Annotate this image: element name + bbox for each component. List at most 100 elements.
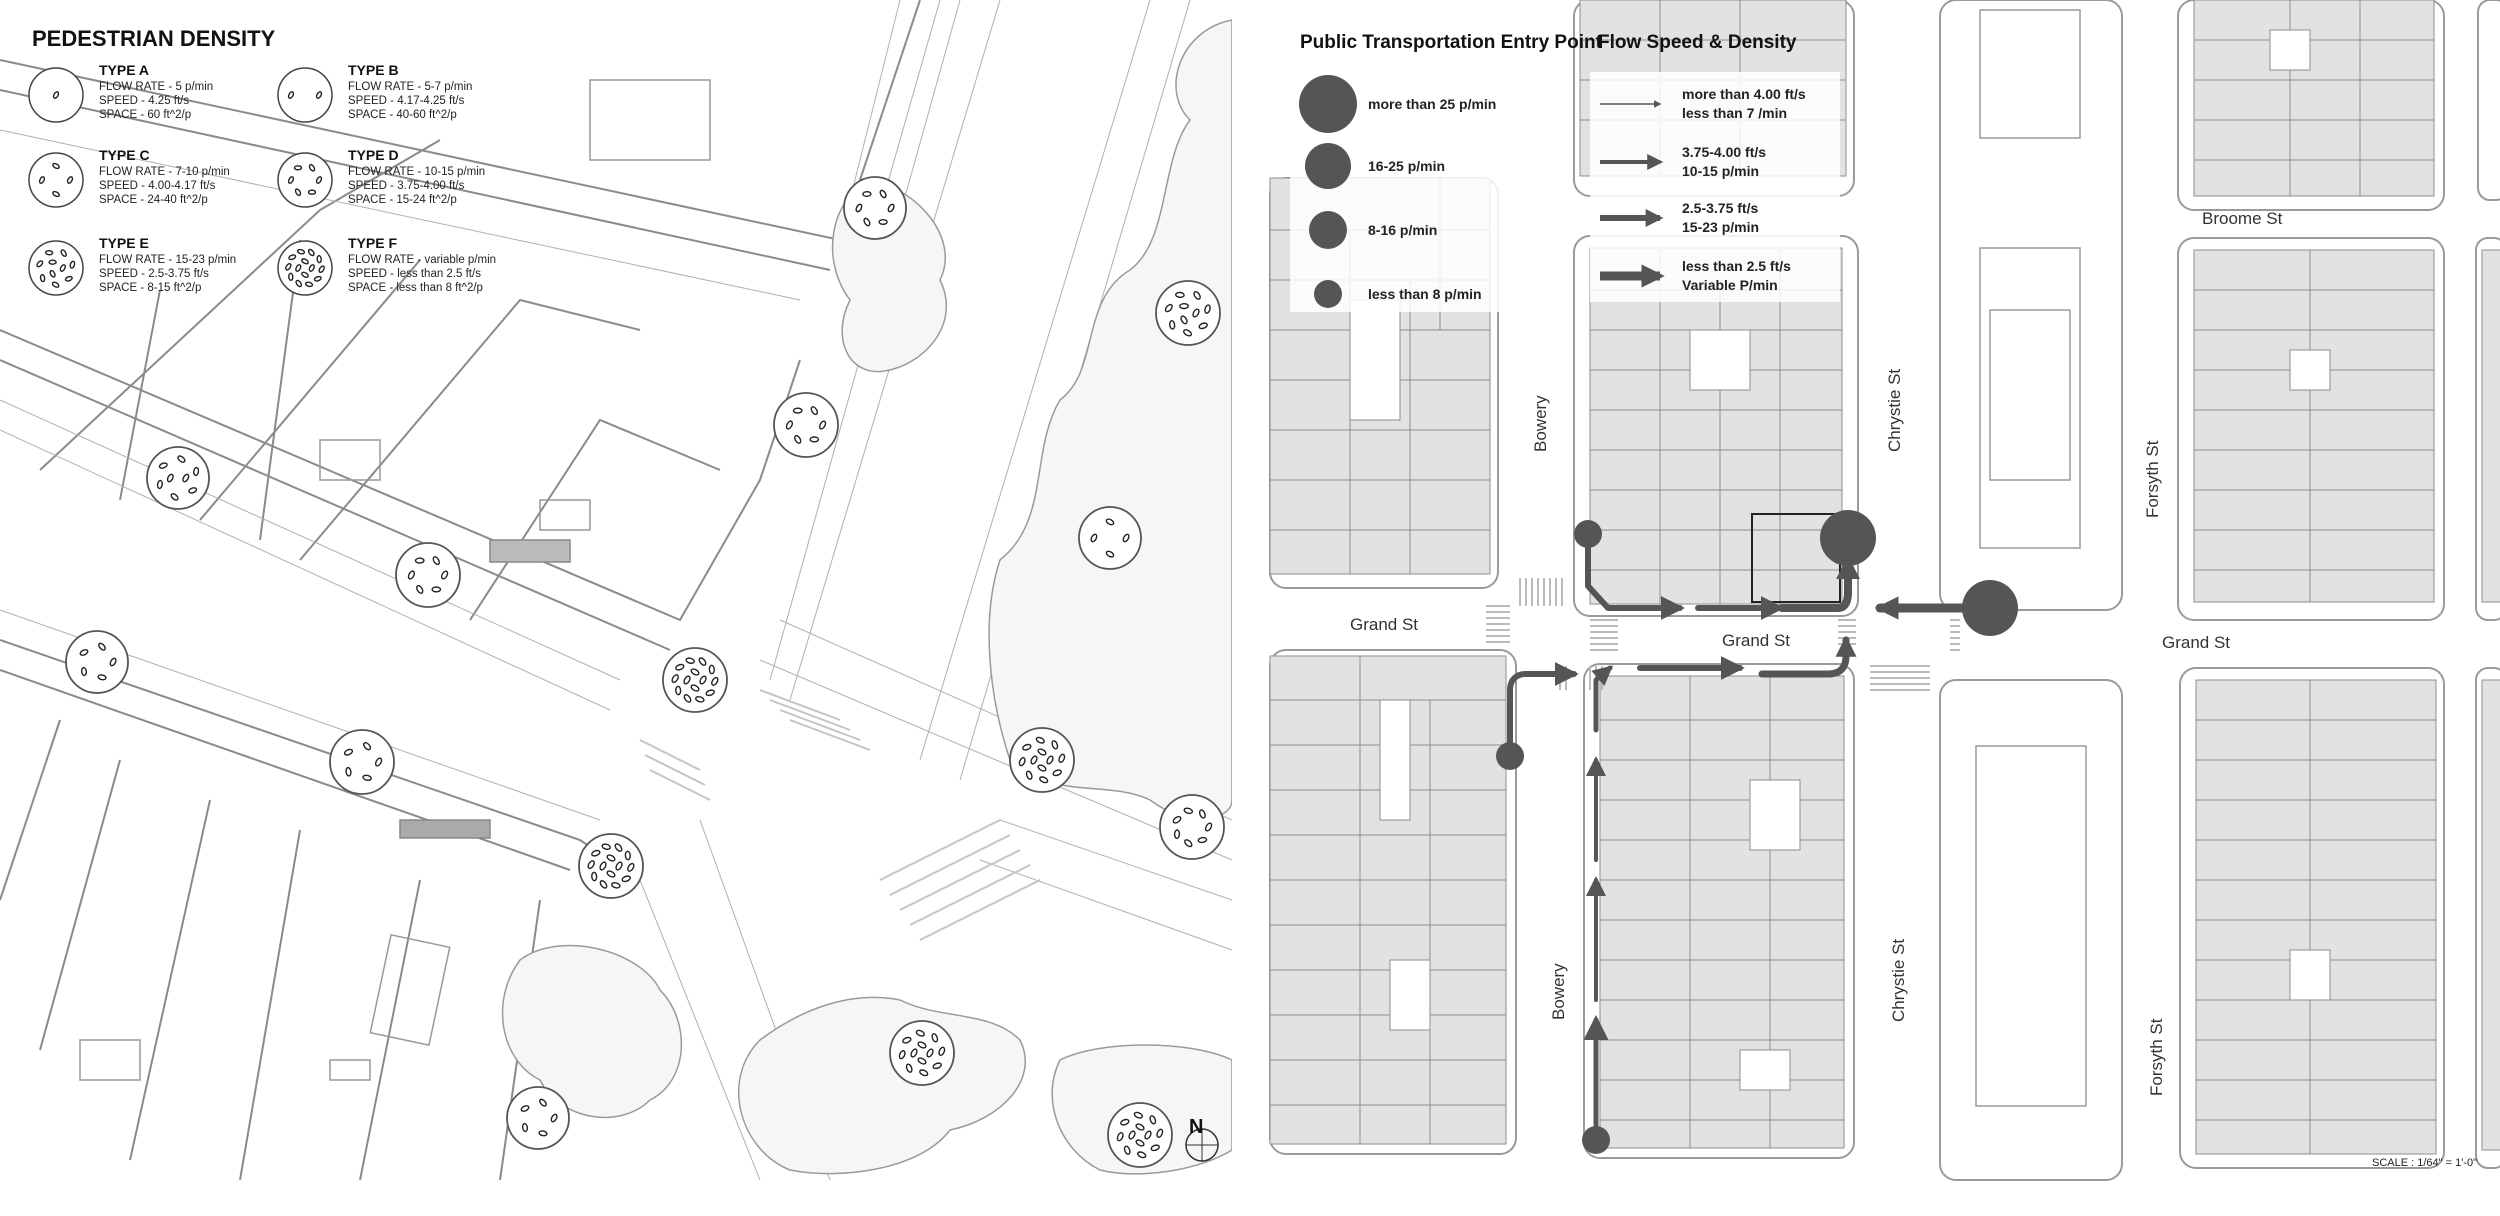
entry-point-legend: Public Transportation Entry Point more t… [1290, 22, 1603, 312]
density-marker-circle [1078, 506, 1142, 570]
flow-legend-density: 10-15 p/min [1682, 163, 1759, 179]
entry-legend-label: 8-16 p/min [1368, 222, 1437, 238]
entry-point-bowery-south [1496, 742, 1524, 770]
person-dot [295, 279, 303, 288]
person-dot [606, 870, 616, 878]
person-dot [905, 1063, 913, 1073]
street-forsyth-north: Forsyth St [2143, 440, 2162, 518]
street-broome: Broome St [2202, 209, 2283, 228]
density-marker-circle [773, 392, 839, 458]
person-dot [288, 254, 297, 261]
person-dot [301, 271, 309, 278]
person-dot [690, 684, 700, 692]
person-dot [38, 176, 46, 184]
density-space: SPACE - 40-60 ft^2/p [348, 109, 457, 121]
person-dot [926, 1048, 934, 1058]
flow-legend-title: Flow Speed & Density [1598, 32, 1797, 53]
flow-legend-speed: less than 2.5 ft/s [1682, 258, 1791, 274]
person-dot [1058, 753, 1066, 763]
person-dot [1183, 807, 1194, 815]
density-flow-rate: FLOW RATE - 5-7 p/min [348, 81, 472, 93]
person-dot [293, 165, 303, 171]
person-dot [363, 742, 372, 751]
person-dot [902, 1036, 912, 1044]
person-dot [1025, 770, 1033, 780]
person-dot [792, 407, 803, 414]
person-dot [285, 262, 292, 271]
density-marker [662, 647, 728, 713]
density-marker [1009, 727, 1075, 793]
density-marker [1078, 506, 1142, 570]
person-dot [591, 849, 601, 857]
density-speed: SPEED - 4.00-4.17 ft/s [99, 180, 216, 192]
density-space: SPACE - less than 8 ft^2/p [348, 282, 483, 294]
person-dot [932, 1062, 942, 1070]
person-dot [539, 1098, 547, 1107]
entry-legend-symbol [1314, 280, 1342, 308]
person-dot [599, 880, 608, 889]
density-marker-circle [1107, 1102, 1173, 1168]
person-dot [315, 176, 323, 184]
person-dot [1172, 815, 1182, 824]
density-marker [506, 1086, 570, 1150]
person-dot [182, 473, 190, 483]
person-dot [1030, 755, 1038, 765]
flow-legend-density: less than 7 /min [1682, 105, 1787, 121]
scale-label: SCALE : 1/64" = 1'-0" [2372, 1157, 2477, 1169]
person-dot [295, 264, 302, 272]
person-dot [1135, 1139, 1145, 1147]
panel-gap [1232, 0, 1268, 1211]
person-dot [1204, 304, 1211, 314]
flow-legend-speed: more than 4.00 ft/s [1682, 86, 1806, 102]
person-dot [316, 255, 322, 264]
density-type-label: TYPE E [99, 235, 149, 251]
person-dot [614, 843, 623, 852]
entry-legend-symbol [1309, 211, 1347, 249]
person-dot [683, 694, 692, 703]
flow-arrows [1507, 535, 1981, 1141]
density-legend-symbol [277, 67, 333, 123]
person-dot [287, 91, 295, 99]
flow-legend-speed: 3.75-4.00 ft/s [1682, 144, 1766, 160]
person-dot [374, 757, 383, 767]
person-dot [1192, 308, 1200, 318]
person-dot [683, 675, 691, 685]
density-flow-rate: FLOW RATE - 5 p/min [99, 81, 213, 93]
person-dot [343, 748, 354, 756]
density-marker [578, 833, 644, 899]
person-dot [156, 479, 163, 490]
person-dot [170, 493, 179, 501]
courtyards [1349, 29, 2331, 1091]
building-details [79, 79, 711, 1081]
person-dot [699, 675, 707, 685]
entry-point-bowery-bottom [1582, 1126, 1610, 1154]
person-dot [601, 843, 612, 850]
person-dot [52, 162, 60, 170]
density-marker-circle [395, 542, 461, 608]
person-dot [1169, 320, 1176, 330]
person-dot [675, 663, 685, 671]
left-map-title: PEDESTRIAN DENSITY [32, 26, 276, 51]
entry-legend-item: less than 8 p/min [1314, 280, 1482, 308]
entry-legend-label: 16-25 p/min [1368, 158, 1445, 174]
person-dot [591, 871, 598, 882]
person-dot [318, 265, 325, 274]
person-dot [1037, 764, 1047, 772]
person-dot [938, 1046, 946, 1056]
person-dot [1156, 1128, 1164, 1138]
person-dot [809, 436, 820, 443]
density-speed: SPEED - 4.25 ft/s [99, 95, 189, 107]
density-type-label: TYPE B [348, 62, 399, 78]
person-dot [1018, 757, 1026, 767]
entry-legend-label: less than 8 p/min [1368, 286, 1482, 302]
person-dot [304, 281, 314, 288]
person-dot [66, 176, 74, 184]
density-type-label: TYPE C [99, 147, 150, 163]
density-flow-rate: FLOW RATE - 15-23 p/min [99, 254, 236, 266]
density-space: SPACE - 60 ft^2/p [99, 109, 191, 121]
street-chrystie-south: Chrystie St [1889, 939, 1908, 1022]
